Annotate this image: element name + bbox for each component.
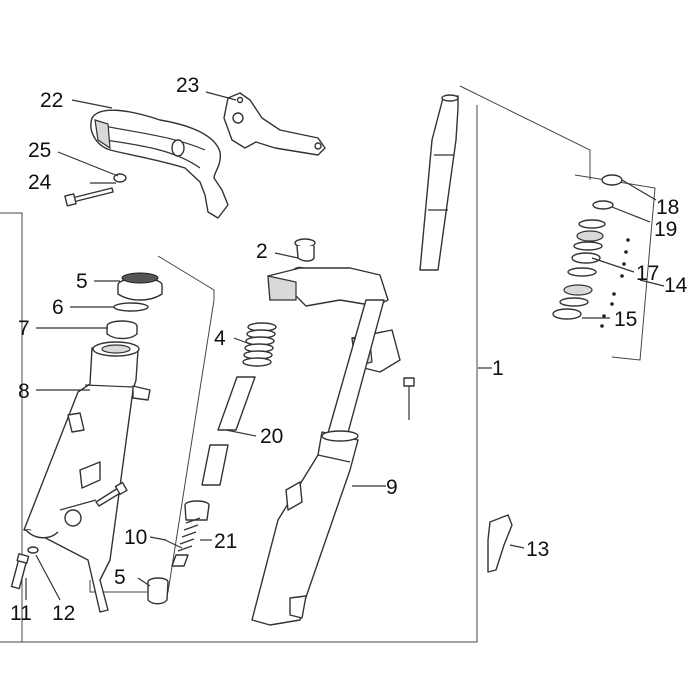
callout-8: 7 xyxy=(18,317,30,340)
callout-7: 6 xyxy=(52,296,64,319)
bearing-dots xyxy=(600,238,630,328)
callout-6: 5 xyxy=(76,270,88,293)
frame-fork-assembly xyxy=(0,85,591,643)
fork-leg-left xyxy=(23,341,151,613)
ring-7 xyxy=(113,302,149,312)
callout-22: 22 xyxy=(40,89,63,112)
callout-21: 21 xyxy=(214,530,237,553)
callout-24: 24 xyxy=(28,171,52,194)
damper-21 xyxy=(171,500,210,567)
callout-14: 13 xyxy=(526,538,549,561)
handlebar-cover xyxy=(90,109,229,219)
leader-lines xyxy=(25,91,665,601)
callout-4: 4 xyxy=(214,327,226,350)
bushing-8 xyxy=(106,320,138,340)
callout-11: 10 xyxy=(124,526,147,549)
bolt-horizontal xyxy=(95,481,128,507)
callout-2: 2 xyxy=(256,240,268,263)
bolt-vertical xyxy=(403,377,415,420)
callout-23: 23 xyxy=(176,74,199,97)
callout-19: 19 xyxy=(654,218,677,241)
callout-20: 20 xyxy=(260,425,283,448)
seal-6 xyxy=(117,272,163,301)
callout-10: 9 xyxy=(386,476,398,499)
callout-16: 15 xyxy=(614,308,637,331)
callout-18: 18 xyxy=(656,196,679,219)
bush-5 xyxy=(147,577,169,605)
spring-4 xyxy=(242,322,277,367)
frame-left-leg-group xyxy=(0,212,23,642)
callout-17: 17 xyxy=(636,262,659,285)
screw-24 xyxy=(64,187,114,207)
callout-12: 11 xyxy=(10,602,32,625)
callout-5: 5 xyxy=(114,566,126,589)
callout-25: 25 xyxy=(28,139,51,162)
tube-20 xyxy=(201,376,256,486)
bearing-stack xyxy=(552,174,623,320)
frame-spring-group xyxy=(89,255,215,593)
washer-13 xyxy=(27,546,39,554)
fork-tube-10 xyxy=(251,299,385,626)
mounting-bracket xyxy=(223,92,326,156)
screw-12 xyxy=(10,553,30,590)
rod-11 xyxy=(164,539,183,549)
callout-15: 14 xyxy=(664,274,688,297)
callout-13: 12 xyxy=(52,602,75,625)
plate-14 xyxy=(487,514,513,573)
callout-1: 1 xyxy=(492,357,504,380)
callout-9: 8 xyxy=(18,380,30,403)
